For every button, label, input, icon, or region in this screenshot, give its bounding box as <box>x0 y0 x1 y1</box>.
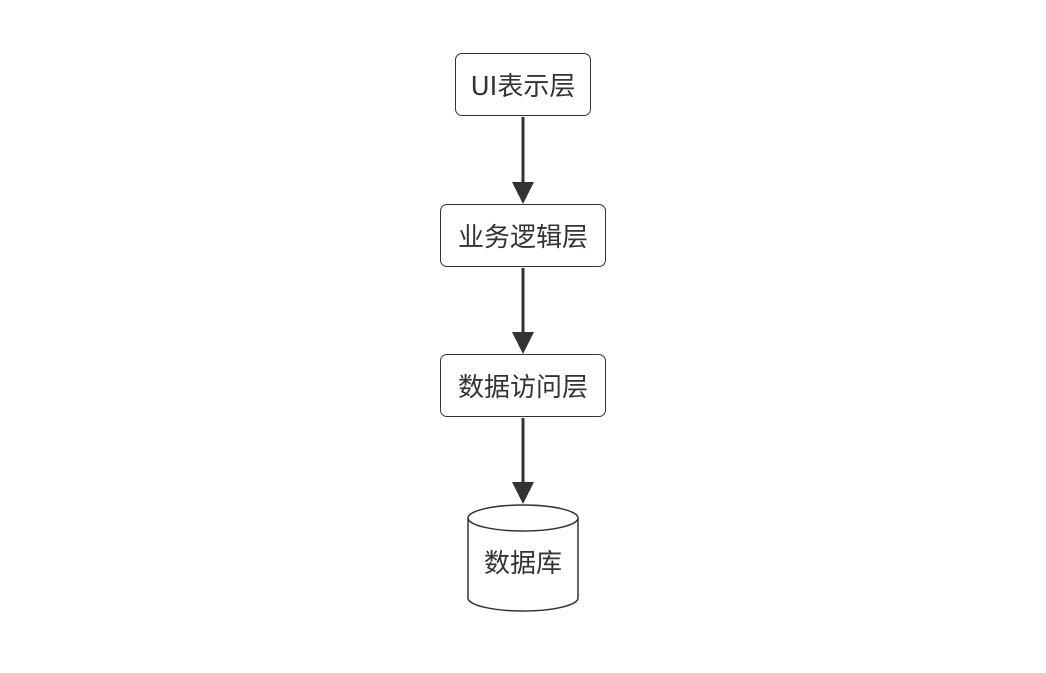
node-business-logic-layer[interactable]: 业务逻辑层 <box>440 204 606 267</box>
node-label: UI表示层 <box>470 72 576 102</box>
arrowhead-icon <box>512 182 534 204</box>
node-label: 数据访问层 <box>457 373 588 403</box>
arrowhead-icon <box>512 332 534 354</box>
database-cylinder-icon <box>467 504 579 612</box>
node-data-access-layer[interactable]: 数据访问层 <box>440 354 606 417</box>
edge-ui-to-business <box>512 117 534 204</box>
cylinder-body <box>467 518 579 612</box>
edge-data-access-to-database <box>512 418 534 504</box>
edge-business-to-data-access <box>512 268 534 354</box>
node-database[interactable]: 数据库 <box>468 528 578 594</box>
node-label: 业务逻辑层 <box>457 223 588 253</box>
cylinder-top <box>467 504 579 532</box>
node-label: 数据库 <box>483 548 562 579</box>
node-ui-presentation-layer[interactable]: UI表示层 <box>455 53 591 116</box>
arrowhead-icon <box>512 482 534 504</box>
